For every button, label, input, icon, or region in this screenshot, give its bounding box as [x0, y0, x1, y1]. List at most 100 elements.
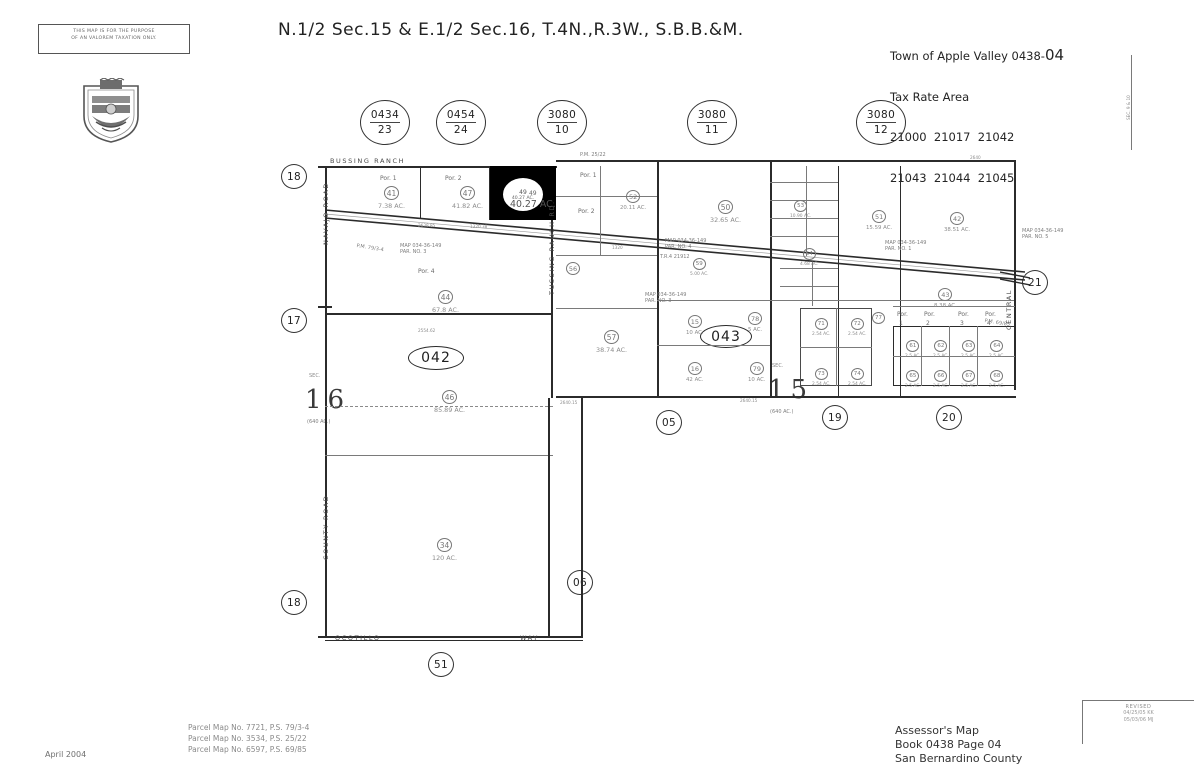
- parcel-number-circle: 79: [749, 362, 764, 375]
- parcel-number-circle: 41: [384, 186, 399, 200]
- parcel-label-group: 77: [872, 312, 885, 324]
- grid-v-3: [838, 166, 840, 396]
- boundary-south-sec16: [325, 636, 583, 638]
- parcel-line-16-lower: [325, 455, 553, 456]
- disclaimer-box: THIS MAP IS FOR THE PURPOSE OF AN VALORE…: [38, 24, 190, 54]
- parcel-acreage: 20.11 AC.: [620, 205, 647, 211]
- adjacent-page-number: 10: [554, 124, 570, 136]
- grid-h-5: [556, 196, 657, 197]
- portion-label: 1: [899, 320, 903, 327]
- section-tag: SEC.: [772, 363, 784, 369]
- parcel-number-circle: 61: [906, 340, 920, 352]
- edge-section-marker: 51: [428, 652, 454, 677]
- parcel-number-circle: 78: [748, 312, 763, 325]
- parcel-acreage: 2.5 AC.: [961, 354, 977, 359]
- dimension-label: 2640.15: [740, 398, 758, 403]
- adjacent-book-number: 3080: [546, 109, 578, 123]
- map-date: April 2004: [45, 750, 87, 759]
- grid-v-1: [657, 160, 659, 396]
- book-page-number: 04: [1044, 46, 1065, 64]
- ocotillo-road-line: [325, 640, 583, 642]
- portion-label: Por. 1: [380, 175, 397, 182]
- portion-label: Por. 2: [578, 208, 595, 215]
- revised-label: REVISED: [1125, 704, 1152, 710]
- parcel-number-circle: 74: [850, 368, 864, 380]
- parcel-label-group: 34 120 AC.: [432, 538, 457, 562]
- parcel-acreage: 10 AC.: [686, 330, 704, 336]
- portion-label: 2: [926, 320, 930, 327]
- portion-label: Por. 1: [580, 172, 597, 179]
- parcel-number-circle: 72: [850, 318, 864, 330]
- parcel-acreage: 7.38 AC.: [378, 202, 406, 210]
- diagonal-road-corridor: [324, 160, 1026, 290]
- parcel-number-circle: 43: [938, 288, 953, 301]
- portion-label: 3: [960, 320, 964, 327]
- parcel-acreage: 2.5 AC.: [989, 384, 1005, 389]
- parcel-acreage: 85.89 AC.: [434, 406, 466, 414]
- parcel-number-circle: 51: [872, 210, 887, 223]
- sub-v3: [977, 326, 978, 386]
- highlighted-parcel-acreage: 40.27 AC.: [511, 195, 535, 201]
- parcel-acreage: 2.54 AC.: [812, 332, 831, 337]
- boundary-east-sec16: [548, 398, 550, 638]
- portion-label: Por.: [958, 311, 969, 318]
- portion-label: Por.: [924, 311, 935, 318]
- grid-v-2: [770, 160, 772, 396]
- parcel-number-circle: 57: [604, 330, 620, 344]
- diagonal-road-east: [999, 268, 1031, 288]
- map-reference-note: MAP 034-36-149 PAR. NO. 4: [665, 238, 707, 250]
- town-label: Town of Apple Valley 0438-: [890, 49, 1045, 63]
- highlighted-parcel-number: 49: [519, 188, 527, 196]
- parcel-number-circle: 47: [460, 186, 476, 200]
- road-label: BUSSING RANCH: [330, 157, 406, 165]
- parcel-acreage: 2.5 AC.: [989, 354, 1005, 359]
- parcel-div-a: [420, 166, 422, 218]
- grid-h-6: [770, 182, 838, 183]
- grid-v-4: [900, 166, 902, 396]
- small-v1: [812, 262, 813, 306]
- parcel-acreage: 38.51 AC.: [944, 227, 971, 233]
- parcel-div-b: [489, 166, 491, 220]
- parcel-number-circle: 15: [687, 315, 702, 328]
- section-line-center: [551, 166, 553, 398]
- section-acreage: (640 AC.): [307, 419, 331, 425]
- road-label: COUNTY: [322, 523, 330, 560]
- parcel-number-circle: 73: [814, 368, 828, 380]
- adjacent-book-number: 0434: [369, 109, 401, 123]
- parcel-number-circle: 34: [436, 538, 452, 552]
- parcel-acreage: 120 AC.: [432, 554, 457, 562]
- edge-section-marker: 18: [281, 590, 307, 615]
- sub-v1: [921, 326, 922, 386]
- adjacent-page-number: 23: [377, 124, 393, 136]
- dimension-label: 2554.62: [418, 328, 436, 333]
- disclaimer-line-2: OF AN VALOREM TAXATION ONLY.: [71, 35, 157, 41]
- disclaimer-line-1: THIS MAP IS FOR THE PURPOSE: [73, 29, 155, 34]
- grid-h-8: [770, 218, 838, 219]
- map-reference-note: MAP 034-36-149 PAR. NO. 3: [400, 243, 442, 255]
- dimension-label: 1320.38: [470, 224, 488, 229]
- tax-rate-areas-row-2: 21043 21044 21045: [890, 170, 1015, 185]
- dimension-label: 2638.85: [418, 223, 436, 228]
- page-number-oval: 042: [408, 346, 464, 370]
- parcel-number-circle: 42: [950, 212, 965, 225]
- parcel-label-group: 42 38.51 AC.: [944, 212, 970, 233]
- parcel-acreage: 42 AC.: [686, 377, 704, 383]
- edge-section-marker: 06: [567, 570, 593, 595]
- grid-h-3: [556, 308, 657, 309]
- grid-h-9: [770, 236, 838, 237]
- edge-section-marker: 18: [281, 164, 307, 189]
